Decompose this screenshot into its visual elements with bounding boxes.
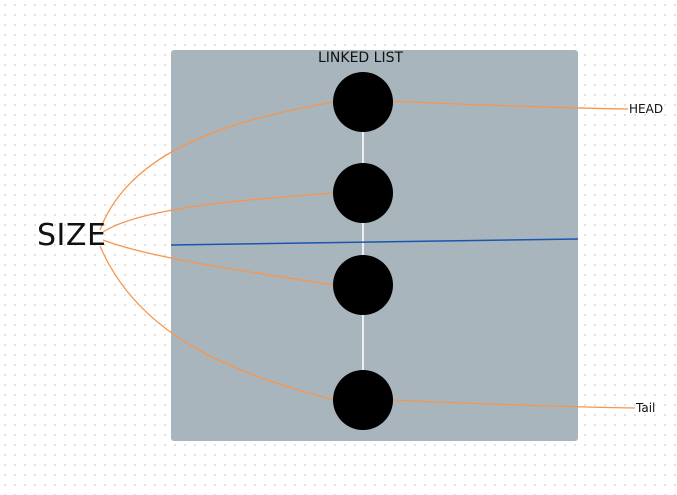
head-label: HEAD	[629, 102, 664, 116]
tail-label: Tail	[636, 401, 656, 415]
size-label: SIZE	[37, 218, 107, 253]
list-node-4	[333, 370, 393, 430]
divider-line	[170, 238, 579, 246]
tail-connector	[391, 399, 636, 409]
size-connector-2	[102, 192, 335, 233]
list-node-1	[333, 72, 393, 132]
list-node-3	[333, 255, 393, 315]
size-connector-4	[99, 245, 335, 401]
size-connector-1	[99, 101, 335, 231]
diagram-title: LINKED LIST	[318, 50, 404, 66]
head-connector	[391, 100, 629, 110]
list-node-2	[333, 163, 393, 223]
size-connector-3	[102, 239, 335, 286]
